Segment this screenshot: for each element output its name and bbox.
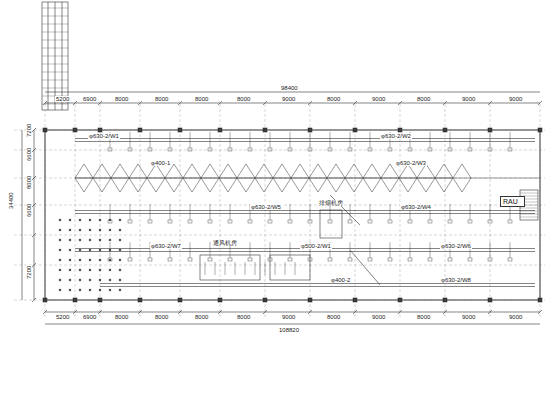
- dimension: 6900: [82, 314, 97, 320]
- dimension: 8000: [194, 96, 209, 102]
- dimension: 8000: [154, 96, 169, 102]
- dimension: 9000: [508, 314, 523, 320]
- dimension: 8000: [114, 96, 129, 102]
- dimension: 7200: [26, 265, 32, 280]
- dimension: 8000: [194, 314, 209, 320]
- duct-label: 通风机房: [212, 240, 238, 246]
- dimension: 9000: [371, 314, 386, 320]
- dimension: 6600: [26, 147, 32, 162]
- duct-label: φ630-2/W3: [395, 160, 427, 166]
- dimension: 9000: [461, 96, 476, 102]
- dimension: 9000: [508, 96, 523, 102]
- dimension: 5200: [55, 96, 70, 102]
- dimension: 8000: [154, 314, 169, 320]
- duct-label: φ400-2: [330, 277, 351, 283]
- duct-label: φ630-2/W6: [440, 243, 472, 249]
- dimension: 8000: [236, 314, 251, 320]
- dimension: 8000: [416, 96, 431, 102]
- dimension: 9000: [281, 96, 296, 102]
- dimension: 6900: [82, 96, 97, 102]
- dimension: 9000: [461, 314, 476, 320]
- dimension: 9000: [371, 96, 386, 102]
- duct-label: φ400-1: [150, 160, 171, 166]
- duct-label: φ630-2/W4: [400, 204, 432, 210]
- dimension: 8000: [236, 96, 251, 102]
- dimension: 8000: [326, 314, 341, 320]
- shaft: [42, 2, 68, 110]
- node-text: RAU: [503, 198, 522, 205]
- dimension: 8000: [114, 314, 129, 320]
- equipment-box: RAU: [500, 196, 525, 207]
- duct-label: φ630-2/W7: [150, 243, 182, 249]
- dimension: 108820: [278, 327, 300, 333]
- duct-label: φ630-2/W2: [380, 133, 412, 139]
- dimension: 98400: [280, 85, 299, 91]
- dimension: 7200: [26, 123, 32, 138]
- dimension: 9000: [281, 314, 296, 320]
- duct-label: 排烟机房: [318, 200, 344, 206]
- duct-label: φ630-2/W1: [88, 133, 120, 139]
- dimension: 34400: [8, 191, 14, 210]
- duct-label: φ500-2/W1: [300, 243, 332, 249]
- dimension: 8000: [26, 175, 32, 190]
- dimension: 5200: [55, 314, 70, 320]
- dimension: 8000: [326, 96, 341, 102]
- duct-label: φ630-2/W8: [440, 277, 472, 283]
- duct-label: φ630-2/W5: [250, 204, 282, 210]
- dimension: 6600: [26, 203, 32, 218]
- building-outline: [45, 130, 540, 300]
- dimension: 8000: [416, 314, 431, 320]
